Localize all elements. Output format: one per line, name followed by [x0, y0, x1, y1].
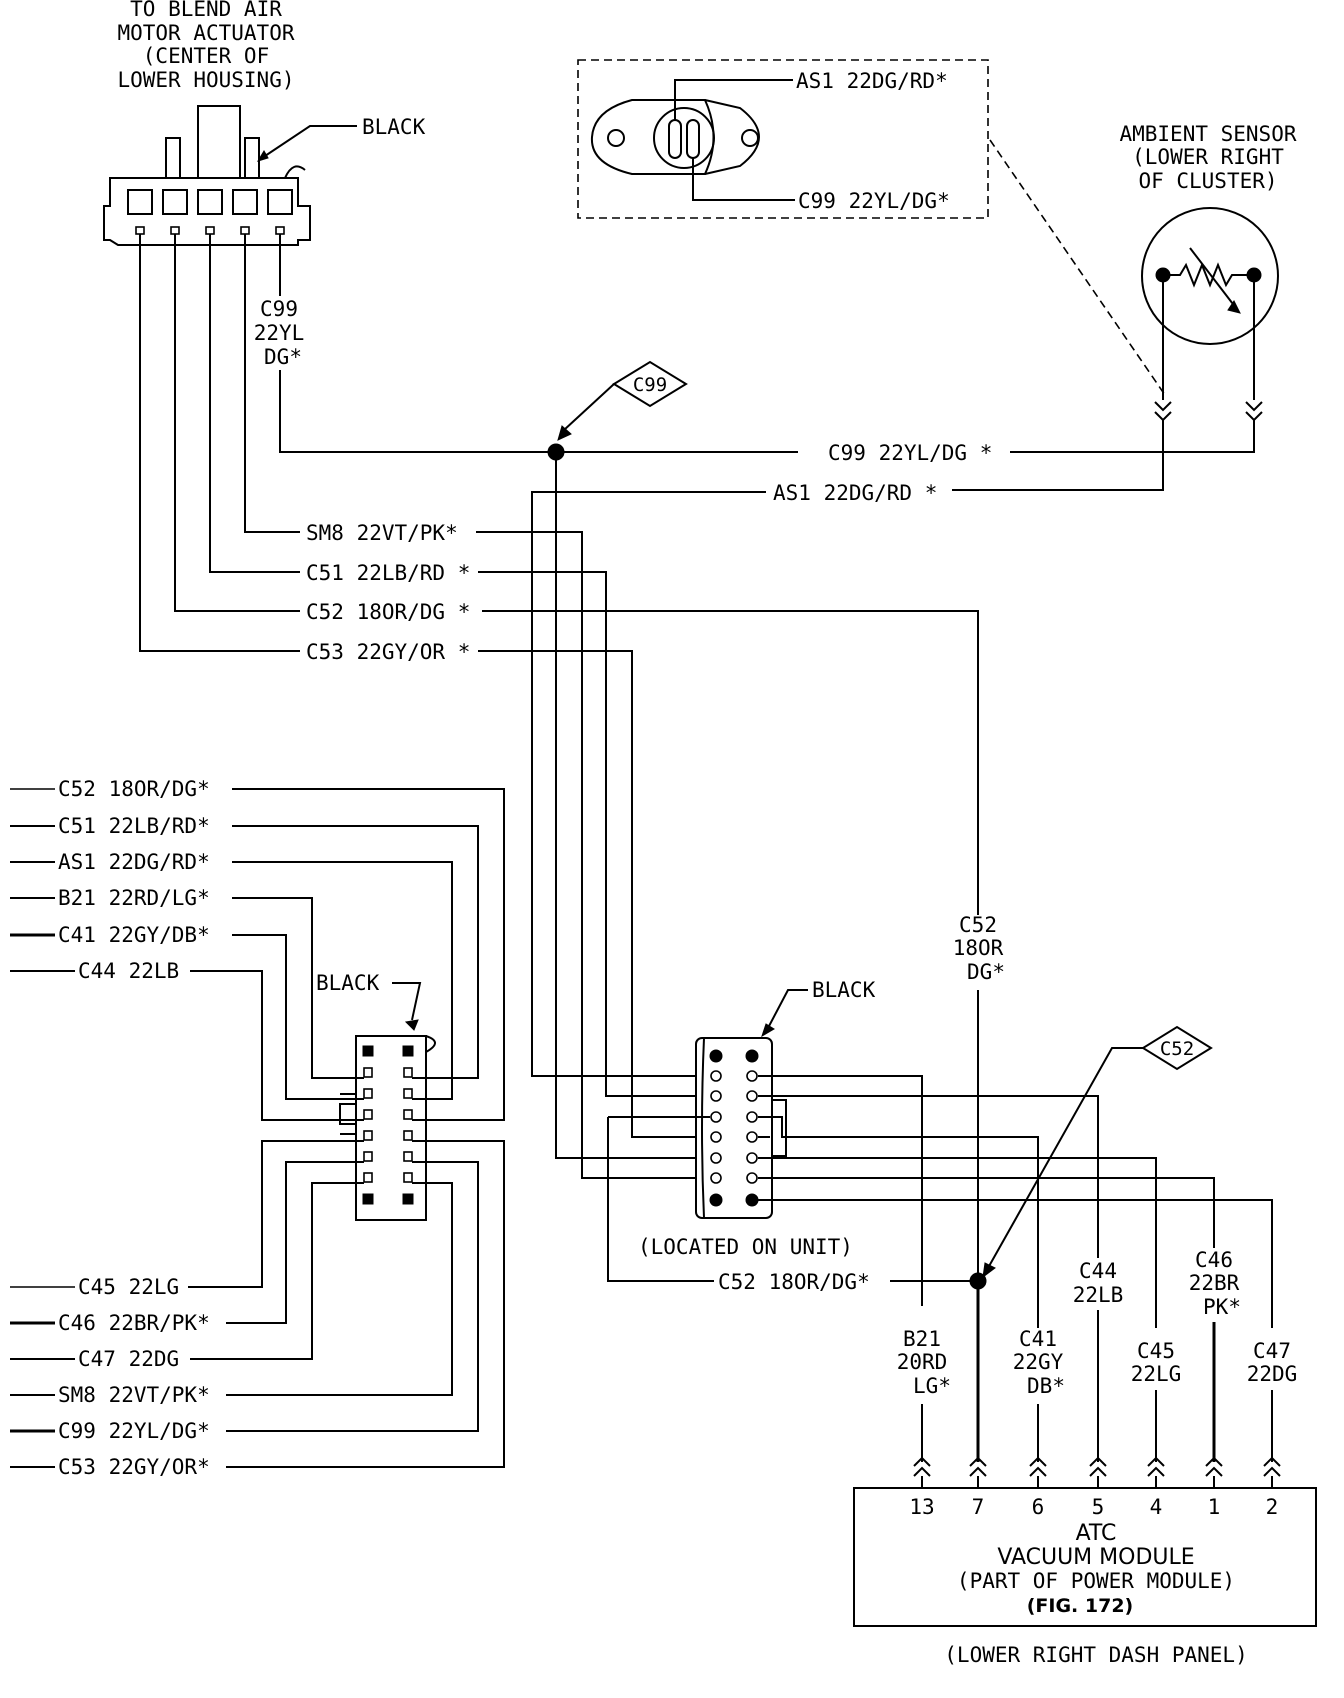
- harness: C99 22YL/DG * AS1 22DG/RD * C99 SM8 22VT…: [306, 360, 992, 1179]
- module-wire-b21-2: 20RD: [897, 1350, 948, 1374]
- unit-connector-wires: C52 18OR/DG* C52 18OR DG* C52: [607, 913, 1273, 1460]
- ambient-sensor: AMBIENT SENSOR (LOWER RIGHT OF CLUSTER): [952, 122, 1297, 491]
- fig-label: (FIG. 172): [1027, 1595, 1134, 1617]
- module-pin-6: 6: [1032, 1495, 1045, 1519]
- blend-air-wires: [139, 234, 556, 652]
- atc-vacuum-module: 13 7 6 5 4 1 2 ATC VACUUM MODULE (PART O…: [853, 1487, 1317, 1627]
- module-wire-c47-2: 22DG: [1247, 1362, 1298, 1386]
- module-wire-labels: B21 20RD LG* C41 22GY DB* C44 22LB C45 2…: [897, 1248, 1298, 1398]
- sensor-detail-c99-label: C99 22YL/DG*: [798, 189, 950, 213]
- left-wire-c44: C44 22LB: [78, 959, 179, 983]
- left-wire-c99: C99 22YL/DG*: [58, 1419, 210, 1443]
- module-wire-c46-3: PK*: [1203, 1295, 1241, 1319]
- module-pin-4: 4: [1150, 1495, 1163, 1519]
- module-wire-c46-1: C46: [1195, 1248, 1233, 1272]
- module-terminals: [913, 1281, 1281, 1488]
- c52-vertical-label-1: C52: [959, 913, 997, 937]
- splice-c52-label: C52: [1160, 1038, 1194, 1060]
- ambient-sensor-title-3: OF CLUSTER): [1138, 169, 1277, 193]
- module-wire-c44-1: C44: [1079, 1259, 1117, 1283]
- ambient-sensor-detail: AS1 22DG/RD* C99 22YL/DG*: [577, 59, 1166, 396]
- left-connector-black-label: BLACK: [316, 971, 380, 995]
- left-connector-bottom-wires: C45 22LG C46 22BR/PK* C47 22DG SM8 22VT/…: [10, 1140, 505, 1479]
- module-wire-c41-2: 22GY: [1013, 1350, 1064, 1374]
- left-wire-c41: C41 22GY/DB*: [58, 923, 210, 947]
- blend-air-title-1: TO BLEND AIR: [130, 0, 282, 21]
- left-connector-top-wires: C52 18OR/DG* C51 22LB/RD* AS1 22DG/RD* B…: [10, 777, 505, 1121]
- module-wire-c41-1: C41: [1019, 1327, 1057, 1351]
- blend-air-connector: [103, 105, 311, 246]
- blend-air-title-2: MOTOR ACTUATOR: [117, 21, 294, 45]
- blend-air-title-3: (CENTER OF: [143, 44, 269, 68]
- module-pin-2: 2: [1266, 1495, 1279, 1519]
- left-wire-b21: B21 22RD/LG*: [58, 886, 210, 910]
- left-wire-sm8: SM8 22VT/PK*: [58, 1383, 210, 1407]
- unit-connector-location: (LOCATED ON UNIT): [638, 1235, 853, 1259]
- harness-c53-label: C53 22GY/OR *: [306, 640, 470, 664]
- harness-c51-label: C51 22LB/RD *: [306, 561, 470, 585]
- left-wire-c47: C47 22DG: [78, 1347, 179, 1371]
- module-pin-7: 7: [972, 1495, 985, 1519]
- c99-vertical-label-3: DG*: [264, 345, 302, 369]
- left-connector: BLACK: [316, 971, 436, 1221]
- module-wire-c45-2: 22LG: [1131, 1362, 1182, 1386]
- left-wire-c45: C45 22LG: [78, 1275, 179, 1299]
- power-module-label: (PART OF POWER MODULE): [957, 1569, 1235, 1593]
- c99-vertical-label-1: C99: [260, 297, 298, 321]
- unit-connector-black-label: BLACK: [812, 978, 876, 1002]
- harness-sm8-label: SM8 22VT/PK*: [306, 521, 458, 545]
- unit-c52-bottom-label: C52 18OR/DG*: [718, 1270, 870, 1294]
- left-wire-c52: C52 18OR/DG*: [58, 777, 210, 801]
- left-wire-c46: C46 22BR/PK*: [58, 1311, 210, 1335]
- unit-connector: BLACK (LOCATED ON UNIT): [638, 978, 876, 1259]
- atc-label: ATC: [1076, 1521, 1117, 1546]
- left-wire-as1: AS1 22DG/RD*: [58, 850, 210, 874]
- module-wire-c44-2: 22LB: [1073, 1283, 1124, 1307]
- blend-air-actuator: TO BLEND AIR MOTOR ACTUATOR (CENTER OF L…: [103, 0, 426, 369]
- module-wire-b21-3: LG*: [913, 1374, 951, 1398]
- c52-vertical-label-3: DG*: [967, 960, 1005, 984]
- ambient-sensor-title-1: AMBIENT SENSOR: [1119, 122, 1296, 146]
- module-wire-b21-1: B21: [903, 1327, 941, 1351]
- harness-c52-label: C52 18OR/DG *: [306, 600, 470, 624]
- module-wire-c47-1: C47: [1253, 1339, 1291, 1363]
- module-pin-13: 13: [909, 1495, 934, 1519]
- module-wire-c46-2: 22BR: [1189, 1271, 1240, 1295]
- lower-right-dash-label: (LOWER RIGHT DASH PANEL): [944, 1643, 1247, 1667]
- harness-c99-label: C99 22YL/DG *: [828, 441, 992, 465]
- splice-c99-label: C99: [633, 374, 667, 396]
- blend-air-title-4: LOWER HOUSING): [117, 68, 294, 92]
- c99-vertical-label-2: 22YL: [254, 321, 305, 345]
- vacuum-module-label: VACUUM MODULE: [997, 1545, 1194, 1570]
- harness-as1-label: AS1 22DG/RD *: [773, 481, 937, 505]
- c52-vertical-label-2: 18OR: [953, 936, 1004, 960]
- module-pin-1: 1: [1208, 1495, 1221, 1519]
- ambient-sensor-title-2: (LOWER RIGHT: [1132, 145, 1284, 169]
- blend-air-black-label: BLACK: [362, 115, 426, 139]
- module-pin-5: 5: [1092, 1495, 1105, 1519]
- left-wire-c53: C53 22GY/OR*: [58, 1455, 210, 1479]
- left-wire-c51: C51 22LB/RD*: [58, 814, 210, 838]
- module-wire-c45-1: C45: [1137, 1339, 1175, 1363]
- module-wire-c41-3: DB*: [1027, 1374, 1065, 1398]
- sensor-detail-as1-label: AS1 22DG/RD*: [796, 69, 948, 93]
